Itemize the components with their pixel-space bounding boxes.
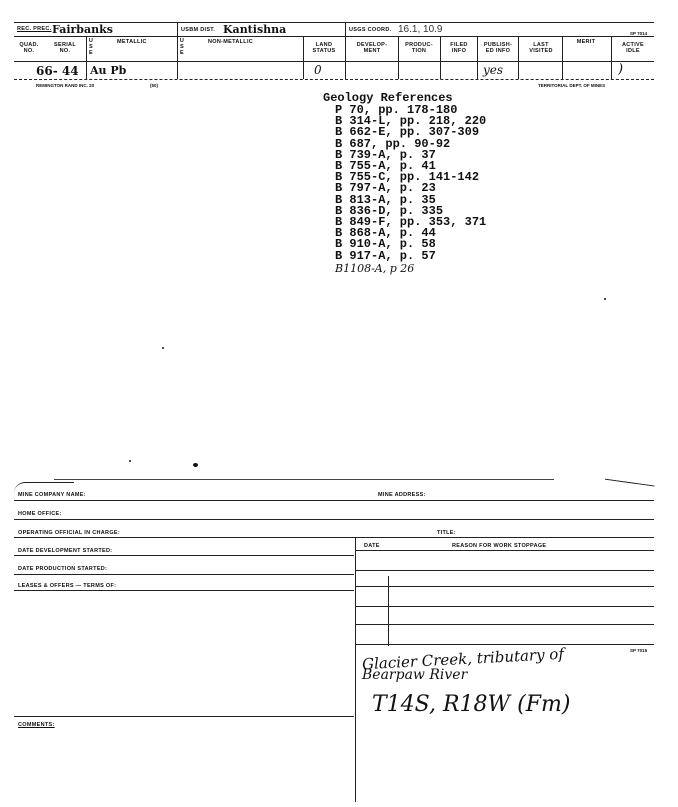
printer-mark-2: (50) [150, 83, 159, 88]
divider [398, 36, 399, 79]
speck [129, 460, 131, 462]
references-list: P 70, pp. 178-180 B 314-L, pp. 218, 220 … [335, 103, 487, 275]
references-title: Geology References [323, 91, 453, 105]
reference-item: B 836-D, p. 335 [335, 203, 444, 218]
printer-mark: REMINGTON RAND INC. 20 [36, 83, 95, 88]
mine-company-name-label: MINE COMPANY NAME: [18, 492, 86, 498]
rule [356, 644, 654, 645]
reference-item: B 314-L, pp. 218, 220 [335, 114, 487, 129]
lower-rule-top [54, 479, 554, 480]
reference-item: B 739-A, p. 37 [335, 147, 436, 162]
reference-item: B 849-F, pp. 353, 371 [335, 215, 487, 230]
date-production-label: DATE PRODUCTION STARTED: [18, 566, 108, 572]
reference-item: B 755-C, pp. 141-142 [335, 170, 480, 185]
metallic-value: Au Pb [90, 64, 127, 77]
note-line-2: Bearpaw River [362, 667, 468, 683]
rule [14, 500, 654, 501]
col-quad-no: QUAD. NO. [19, 42, 39, 54]
col-last-visited: LAST VISITED [529, 42, 553, 54]
reference-item: P 70, pp. 178-180 [335, 103, 458, 117]
divider [440, 36, 441, 79]
col-published-info: PUBLISH- ED INFO [483, 42, 513, 54]
divider [477, 36, 478, 79]
divider [611, 36, 612, 79]
col-serial-no: SERIAL NO. [54, 42, 76, 54]
title-label: TITLE: [437, 530, 456, 536]
rule [356, 570, 654, 571]
col-use-metallic: U S E [88, 38, 94, 56]
col-metallic: METALLIC [117, 39, 147, 45]
col-merit: MERIT [576, 39, 596, 45]
note-line-3: T14S, R18W (Fm) [372, 692, 571, 717]
divider [345, 22, 346, 36]
divider [177, 36, 178, 79]
swoosh-right [603, 478, 655, 497]
home-office-label: HOME OFFICE: [18, 511, 62, 517]
date-development-label: DATE DEVELOPMENT STARTED: [18, 548, 113, 554]
rec-prec-value: Fairbanks [52, 23, 113, 36]
rule [356, 586, 654, 587]
reason-label: REASON FOR WORK STOPPAGE [452, 543, 547, 549]
land-status-value: 0 [314, 63, 322, 77]
date-label: DATE [364, 543, 380, 549]
reference-item: B 797-A, p. 23 [335, 181, 436, 196]
rule [14, 537, 654, 538]
operating-official-label: OPERATING OFFICIAL IN CHARGE: [18, 530, 120, 536]
rule [356, 624, 654, 625]
col-active-idle: ACTIVE IDLE [622, 42, 644, 54]
territorial-dept: TERRITORIAL DEPT. OF MINES [538, 83, 606, 88]
rule [14, 555, 354, 556]
header-rule-mid [14, 36, 654, 37]
header-rule-cols [14, 61, 654, 62]
col-development: DEVELOP- MENT [356, 42, 388, 54]
usgs-coord-value: 16.1, 10.9 [398, 24, 443, 35]
rule [356, 606, 654, 607]
divider [355, 537, 356, 802]
quad-serial-value: 66- 44 [36, 64, 79, 78]
rule [14, 574, 354, 575]
speck [604, 298, 606, 300]
reference-item: B 868-A, p. 44 [335, 226, 436, 241]
col-production: PRODUC- TION [405, 42, 433, 54]
comments-label: COMMENTS: [18, 722, 55, 728]
reference-item: B 662-E, pp. 307-309 [335, 125, 480, 140]
divider [518, 36, 519, 79]
rule [14, 716, 354, 717]
swoosh-left [14, 482, 74, 493]
usbm-dist-value: Kantishna [223, 23, 287, 36]
divider [345, 36, 346, 79]
divider [388, 576, 389, 646]
speck [162, 347, 164, 349]
divider [177, 22, 178, 36]
divider [86, 36, 87, 79]
reference-handwritten: B1108-A, p 26 [335, 261, 415, 275]
rule [14, 590, 354, 591]
divider [562, 36, 563, 79]
rule [14, 519, 654, 520]
usbm-dist-label: USBM DIST. [181, 27, 216, 33]
col-non-metallic: NON-METALLIC [208, 39, 254, 45]
leases-label: LEASES & OFFERS — TERMS OF: [18, 583, 117, 589]
rule [356, 550, 654, 551]
reference-item: B 917-A, p. 57 [335, 248, 436, 263]
col-filed-info: FILED INFO [450, 42, 468, 54]
divider [303, 36, 304, 79]
published-info-value: yes [483, 63, 504, 77]
rec-prec-label: REC. PREC. [17, 26, 52, 32]
reference-item: B 755-A, p. 41 [335, 159, 436, 174]
reference-item: B 813-A, p. 35 [335, 192, 436, 207]
form-code-lower: SP 7015 [630, 648, 648, 653]
col-use-nonmetallic: U S E [179, 38, 185, 56]
active-idle-value: ) [618, 62, 624, 77]
col-land-status: LAND STATUS [312, 42, 336, 54]
speck [193, 463, 198, 467]
form-code: SP 7014 [630, 31, 648, 36]
usgs-coord-label: USGS COORD. [349, 27, 392, 33]
header-rule-top [14, 22, 654, 23]
reference-item: B 687, pp. 90-92 [335, 136, 451, 151]
reference-item: B 910-A, p. 58 [335, 237, 436, 252]
header-rule-bottom [14, 79, 654, 80]
mine-address-label: MINE ADDRESS: [378, 492, 426, 498]
